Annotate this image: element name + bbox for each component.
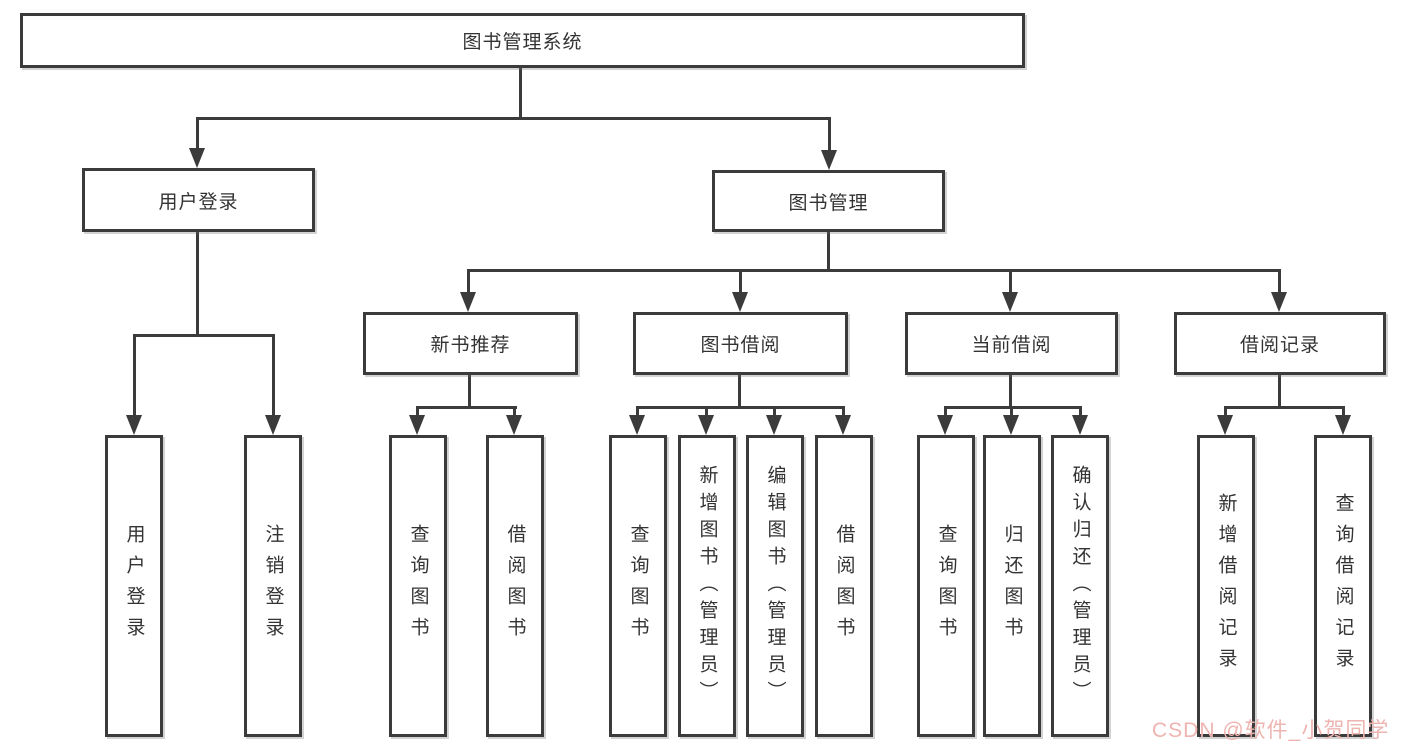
node-label: 借阅记录: [1239, 335, 1320, 356]
leaf-label: 查询图书: [935, 524, 957, 648]
connector-line: [196, 232, 199, 337]
leaf-borrow-books-recommend: 借阅图书: [486, 435, 544, 737]
leaf-label: 注销登录: [262, 524, 284, 648]
arrow-down-icon: [629, 415, 645, 435]
node-book-management: 图书管理: [712, 170, 945, 232]
node-current-borrow: 当前借阅: [905, 312, 1118, 375]
connector-line: [636, 406, 639, 419]
arrow-down-icon: [821, 150, 837, 170]
arrow-down-icon: [698, 415, 714, 435]
leaf-borrow-books: 借阅图书: [815, 435, 873, 737]
arrow-down-icon: [1271, 292, 1287, 312]
connector-line: [1278, 269, 1281, 294]
node-label: 图书借阅: [700, 335, 781, 356]
leaf-label: 新增借阅记录: [1215, 493, 1237, 679]
arrow-down-icon: [460, 292, 476, 312]
connector-line: [513, 406, 516, 419]
leaf-add-borrow-record: 新增借阅记录: [1197, 435, 1255, 737]
node-borrow-record: 借阅记录: [1174, 312, 1386, 375]
node-label: 图书管理系统: [462, 32, 583, 53]
leaf-logout: 注销登录: [244, 435, 302, 737]
arrow-down-icon: [835, 415, 851, 435]
arrow-down-icon: [1003, 415, 1019, 435]
connector-line: [1009, 375, 1012, 409]
node-label: 图书管理: [788, 192, 869, 214]
arrow-down-icon: [766, 415, 782, 435]
leaf-label: 借阅图书: [833, 524, 855, 648]
node-label: 用户登录: [158, 191, 239, 213]
csdn-watermark: CSDN @软件_小贺同学: [1152, 719, 1390, 742]
connector-line: [1079, 406, 1082, 419]
arrow-down-icon: [937, 415, 953, 435]
leaf-query-borrow-record: 查询借阅记录: [1314, 435, 1372, 737]
node-library-management-system: 图书管理系统: [20, 13, 1025, 68]
arrow-down-icon: [1002, 292, 1018, 312]
leaf-label: 查询图书: [407, 524, 429, 648]
connector-line: [1224, 406, 1345, 409]
connector-line: [272, 334, 275, 417]
connector-line: [133, 334, 275, 337]
connector-line: [467, 269, 470, 294]
leaf-return-books: 归还图书: [983, 435, 1041, 737]
connector-line: [739, 269, 742, 294]
arrow-down-icon: [265, 415, 281, 435]
leaf-query-books-borrow: 查询图书: [609, 435, 667, 737]
leaf-label: 归还图书: [1001, 524, 1023, 648]
arrow-down-icon: [409, 415, 425, 435]
node-label: 新书推荐: [430, 335, 511, 356]
leaf-label: 新增图书（管理员）: [696, 464, 718, 708]
connector-line: [468, 375, 471, 409]
node-label: 当前借阅: [971, 335, 1052, 356]
connector-line: [196, 117, 831, 120]
arrow-down-icon: [189, 148, 205, 168]
leaf-label: 借阅图书: [504, 524, 526, 648]
node-new-book-recommend: 新书推荐: [363, 312, 578, 375]
leaf-query-books-current: 查询图书: [917, 435, 975, 737]
connector-line: [416, 406, 517, 409]
leaf-label: 查询借阅记录: [1332, 493, 1354, 679]
connector-line: [705, 406, 708, 419]
connector-line: [828, 117, 831, 150]
leaf-label: 编辑图书（管理员）: [764, 464, 786, 708]
arrow-down-icon: [1335, 415, 1351, 435]
arrow-down-icon: [1072, 415, 1088, 435]
leaf-label: 确认归还（管理员）: [1069, 464, 1091, 708]
node-user-login: 用户登录: [82, 168, 315, 232]
connector-line: [944, 406, 947, 419]
leaf-query-books-recommend: 查询图书: [389, 435, 447, 737]
connector-line: [842, 406, 845, 419]
connector-line: [467, 269, 1281, 272]
leaf-label: 查询图书: [627, 524, 649, 648]
connector-line: [1224, 406, 1227, 419]
connector-line: [1010, 406, 1013, 419]
leaf-user-login: 用户登录: [105, 435, 163, 737]
arrow-down-icon: [506, 415, 522, 435]
arrow-down-icon: [1217, 415, 1233, 435]
leaf-confirm-return-admin: 确认归还（管理员）: [1051, 435, 1109, 737]
leaf-label: 用户登录: [123, 524, 145, 648]
connector-line: [133, 334, 136, 417]
leaf-add-books-admin: 新增图书（管理员）: [678, 435, 736, 737]
connector-line: [416, 406, 419, 419]
connector-line: [738, 375, 741, 409]
connector-line: [773, 406, 776, 419]
connector-line: [1342, 406, 1345, 419]
connector-line: [636, 406, 845, 409]
connector-line: [519, 68, 522, 118]
leaf-edit-books-admin: 编辑图书（管理员）: [746, 435, 804, 737]
connector-line: [827, 232, 830, 272]
arrow-down-icon: [126, 415, 142, 435]
node-book-borrow: 图书借阅: [633, 312, 848, 375]
connector-line: [1278, 375, 1281, 409]
connector-line: [944, 406, 1082, 409]
connector-line: [196, 117, 199, 150]
connector-line: [1009, 269, 1012, 294]
arrow-down-icon: [732, 292, 748, 312]
